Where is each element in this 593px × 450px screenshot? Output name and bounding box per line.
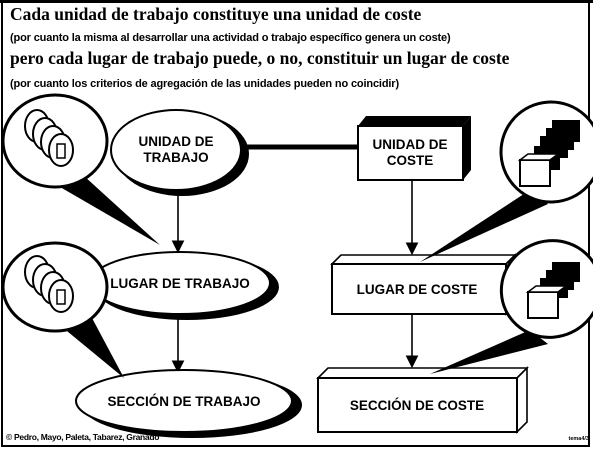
box-stack-icon — [525, 262, 580, 319]
bubble-units-top-right — [420, 100, 593, 262]
title-line-1: Cada unidad de trabajo constituye una un… — [10, 4, 422, 24]
node-unidad-de-coste: UNIDAD DE COSTE — [357, 116, 471, 181]
bubble-units-top-left — [1, 93, 160, 245]
node-unidad-trabajo-line2: TRABAJO — [143, 150, 208, 165]
bubble-units-mid-right — [430, 239, 593, 374]
subtitle-line-1: (por cuanto la misma al desarrollar una … — [10, 32, 451, 44]
box-stack-icon — [517, 120, 580, 187]
node-seccion-trabajo-label: SECCIÓN DE TRABAJO — [107, 394, 260, 409]
node-lugar-trabajo-label: LUGAR DE TRABAJO — [110, 276, 250, 291]
cylinder-stack-icon — [24, 109, 74, 167]
node-lugar-de-trabajo: LUGAR DE TRABAJO — [89, 251, 279, 320]
node-unidad-trabajo-line1: UNIDAD DE — [138, 134, 213, 149]
copyright-footer: © Pedro, Mayo, Paleta, Tabarez, Granado — [6, 432, 160, 442]
title-line-2: pero cada lugar de trabajo puede, o no, … — [10, 48, 510, 68]
node-seccion-de-trabajo: SECCIÓN DE TRABAJO — [75, 369, 302, 438]
node-seccion-de-coste: SECCIÓN DE COSTE — [316, 366, 529, 434]
node-lugar-coste-label: LUGAR DE COSTE — [357, 282, 478, 297]
subtitle-line-2: (por cuanto los criterios de agregación … — [10, 78, 399, 90]
node-unidad-coste-line1: UNIDAD DE — [372, 137, 447, 152]
page-reference: tema4/3 — [568, 436, 590, 442]
node-unidad-coste-line2: COSTE — [387, 153, 434, 168]
cylinder-stack-icon — [24, 255, 74, 313]
node-seccion-coste-label: SECCIÓN DE COSTE — [350, 398, 484, 413]
bubble-units-mid-left — [1, 241, 124, 378]
node-unidad-de-trabajo: UNIDAD DE TRABAJO — [110, 109, 249, 196]
node-lugar-de-coste: LUGAR DE COSTE — [330, 253, 517, 316]
